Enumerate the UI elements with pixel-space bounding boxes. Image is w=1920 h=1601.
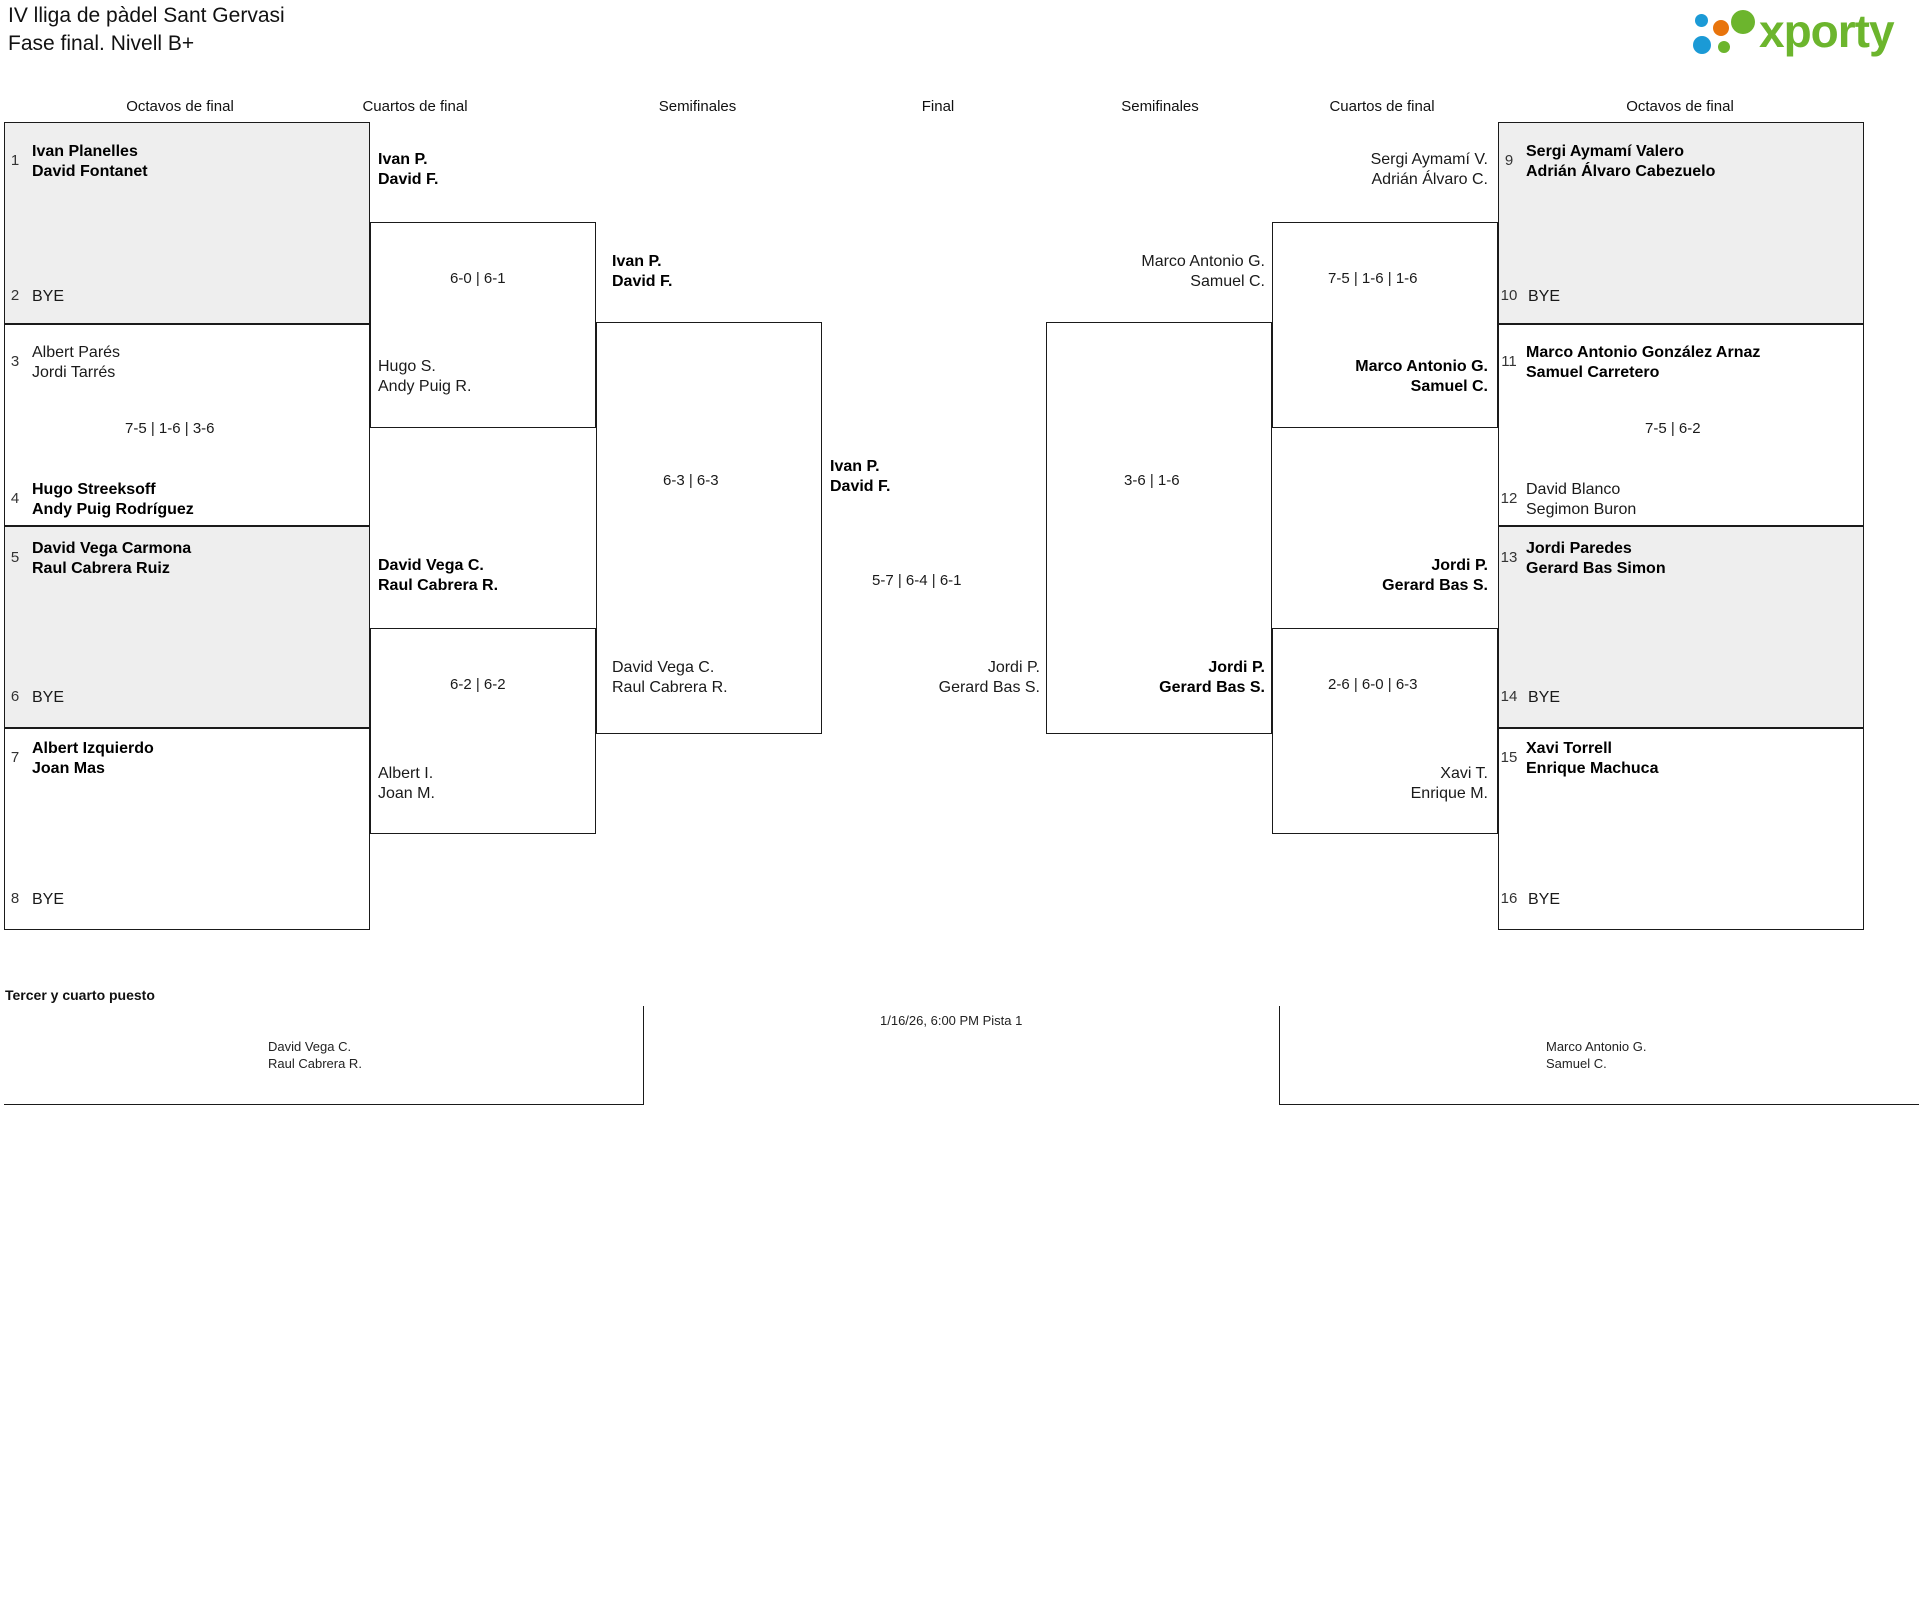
match-box-l16-1[interactable] [4, 122, 370, 324]
seed-13: 13 [1500, 549, 1518, 566]
round-caption-left-qf: Cuartos de final [362, 98, 468, 115]
team-r16-9: Sergi Aymamí Valero Adrián Álvaro Cabezu… [1526, 143, 1716, 180]
page-title: IV lliga de pàdel Sant Gervasi Fase fina… [8, 2, 285, 58]
match-box-rqf-1[interactable] [1272, 222, 1498, 428]
match-box-rqf-2[interactable] [1272, 628, 1498, 834]
team-l16-7: Albert Izquierdo Joan Mas [32, 740, 154, 777]
match-box-l16-4[interactable] [4, 728, 370, 930]
third-place-box-left[interactable] [4, 1006, 644, 1105]
seed-7: 7 [10, 749, 20, 766]
team-l16-4: Hugo Streeksoff Andy Puig Rodríguez [32, 481, 194, 518]
score-lqf-1: 6-0 | 6-1 [450, 270, 506, 287]
seed-3: 3 [10, 353, 20, 370]
team-l16-5: David Vega Carmona Raul Cabrera Ruiz [32, 540, 192, 577]
seed-6: 6 [10, 688, 20, 705]
logo-wordmark: xporty [1759, 5, 1895, 57]
score-rqf-1: 7-5 | 1-6 | 1-6 [1328, 270, 1418, 287]
match-box-l16-3[interactable] [4, 526, 370, 728]
seed-4: 4 [10, 490, 20, 507]
team-lqf-2-bottom: Albert I. Joan M. [378, 765, 435, 802]
team-lqf-2-top: David Vega C. Raul Cabrera R. [378, 557, 499, 594]
score-l16-2: 7-5 | 1-6 | 3-6 [125, 420, 215, 437]
seed-11: 11 [1501, 353, 1517, 370]
team-rqf-2-top: Jordi P. Gerard Bas S. [1382, 557, 1488, 594]
match-box-l16-2[interactable] [4, 324, 370, 526]
team-final-top: Ivan P. David F. [830, 458, 891, 495]
logo-dots-icon [1693, 10, 1761, 54]
match-box-lqf-1[interactable] [370, 222, 596, 428]
round-caption-final: Final [921, 98, 955, 115]
team-lqf-1-top: Ivan P. David F. [378, 151, 439, 188]
team-r16-10: BYE [1528, 288, 1561, 305]
match-box-r16-1[interactable] [1498, 122, 1864, 324]
third-place-team-left: David Vega C. Raul Cabrera R. [268, 1039, 362, 1071]
title-line-2: Fase final. Nivell B+ [8, 32, 195, 55]
seed-15: 15 [1500, 749, 1518, 766]
seed-8: 8 [10, 890, 20, 907]
match-box-r16-4[interactable] [1498, 728, 1864, 930]
team-lsf-top: Ivan P. David F. [612, 253, 673, 290]
team-rsf-top: Marco Antonio G. Samuel C. [1141, 253, 1265, 290]
seed-10: 10 [1500, 287, 1518, 304]
score-rsf: 3-6 | 1-6 [1124, 472, 1180, 489]
third-place-title: Tercer y cuarto puesto [5, 987, 155, 1003]
score-final: 5-7 | 6-4 | 6-1 [872, 572, 962, 589]
final-divider-left [821, 322, 822, 734]
title-line-1: IV lliga de pàdel Sant Gervasi [8, 4, 285, 27]
xporty-logo[interactable]: xporty [1693, 5, 1913, 58]
team-rqf-1-top: Sergi Aymamí V. Adrián Álvaro C. [1370, 151, 1488, 188]
match-box-rsf[interactable] [1046, 322, 1272, 734]
team-l16-1: Ivan Planelles David Fontanet [32, 143, 148, 180]
team-rqf-1-bottom: Marco Antonio G. Samuel C. [1355, 358, 1488, 395]
seed-12: 12 [1500, 490, 1518, 507]
seed-9: 9 [1504, 152, 1514, 169]
team-r16-11: Marco Antonio González Arnaz Samuel Carr… [1526, 344, 1761, 381]
match-box-r16-2[interactable] [1498, 324, 1864, 526]
round-caption-right-qf: Cuartos de final [1329, 98, 1435, 115]
team-final-bottom: Jordi P. Gerard Bas S. [938, 659, 1040, 696]
team-l16-2: BYE [32, 288, 65, 305]
round-caption-right-r16: Octavos de final [1626, 98, 1734, 115]
team-l16-3: Albert Parés Jordi Tarrés [32, 344, 121, 381]
team-l16-8: BYE [32, 891, 65, 908]
round-caption-left-r16: Octavos de final [126, 98, 234, 115]
team-r16-15: Xavi Torrell Enrique Machuca [1526, 740, 1659, 777]
score-rqf-2: 2-6 | 6-0 | 6-3 [1328, 676, 1418, 693]
third-place-team-right: Marco Antonio G. Samuel C. [1546, 1039, 1647, 1071]
seed-1: 1 [10, 152, 20, 169]
seed-14: 14 [1500, 688, 1518, 705]
team-r16-12: David Blanco Segimon Buron [1526, 481, 1637, 518]
team-r16-14: BYE [1528, 689, 1561, 706]
seed-5: 5 [10, 549, 20, 566]
score-r16-2: 7-5 | 6-2 [1645, 420, 1701, 437]
team-lsf-bottom: David Vega C. Raul Cabrera R. [612, 659, 728, 696]
match-box-r16-3[interactable] [1498, 526, 1864, 728]
score-lqf-2: 6-2 | 6-2 [450, 676, 506, 693]
match-box-lqf-2[interactable] [370, 628, 596, 834]
round-caption-right-sf: Semifinales [1121, 98, 1199, 115]
team-r16-16: BYE [1528, 891, 1561, 908]
score-lsf: 6-3 | 6-3 [663, 472, 719, 489]
team-lqf-1-bottom: Hugo S. Andy Puig R. [378, 358, 472, 395]
seed-2: 2 [10, 287, 20, 304]
team-rsf-bottom: Jordi P. Gerard Bas S. [1159, 659, 1265, 696]
team-l16-6: BYE [32, 689, 65, 706]
team-r16-13: Jordi Paredes Gerard Bas Simon [1526, 540, 1666, 577]
round-caption-left-sf: Semifinales [658, 98, 737, 115]
third-place-box-right[interactable] [1279, 1006, 1919, 1105]
team-rqf-2-bottom: Xavi T. Enrique M. [1410, 765, 1488, 802]
seed-16: 16 [1500, 890, 1518, 907]
third-place-schedule: 1/16/26, 6:00 PM Pista 1 [880, 1013, 1023, 1028]
